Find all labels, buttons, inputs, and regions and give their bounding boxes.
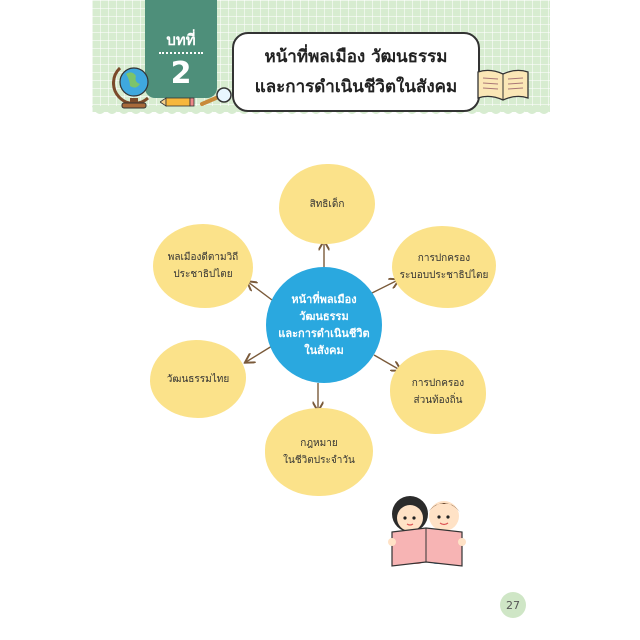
- chapter-number: 2: [170, 56, 192, 91]
- diagram-node-child-rights: สิทธิเด็ก: [279, 164, 375, 244]
- diagram-center-node: หน้าที่พลเมือง วัฒนธรรม และการดำเนินชีวิ…: [266, 267, 382, 383]
- connector-top-right: [371, 280, 398, 294]
- diagram-node-local-government: การปกครอง ส่วนท้องถิ่น: [390, 350, 486, 434]
- diagram-node-good-citizen: พลเมืองดีตามวิถี ประชาธิปไตย: [153, 224, 253, 308]
- globe-icon: [112, 66, 150, 109]
- pencil-icon: [160, 97, 195, 107]
- node-text: วัฒนธรรมไทย: [166, 373, 230, 385]
- node-text: ส่วนท้องถิ่น: [413, 395, 463, 406]
- diagram-node-democratic-government: การปกครอง ระบอบประชาธิปไตย: [392, 226, 496, 308]
- chapter-title-line1: หน้าที่พลเมือง วัฒนธรรม: [264, 47, 448, 67]
- open-book-icon: [477, 69, 529, 101]
- magnifier-icon: [200, 87, 232, 106]
- node-text: การปกครอง: [411, 378, 465, 389]
- node-text: พลเมืองดีตามวิถี: [167, 252, 239, 263]
- node-text: ระบอบประชาธิปไตย: [399, 270, 489, 281]
- connector-top-left: [248, 282, 273, 301]
- chapter-label: บทที่: [166, 31, 196, 49]
- chapter-tab: บทที่ 2: [145, 0, 217, 98]
- node-text: ประชาธิปไตย: [173, 269, 233, 280]
- connector-bottom-left: [246, 345, 273, 362]
- center-text-line1: หน้าที่พลเมือง: [291, 293, 357, 306]
- center-text-line3: และการดำเนินชีวิต: [278, 327, 370, 340]
- node-text: สิทธิเด็ก: [309, 198, 345, 210]
- center-text-line2: วัฒนธรรม: [299, 310, 349, 323]
- chapter-title-box: หน้าที่พลเมือง วัฒนธรรม และการดำเนินชีวิ…: [232, 32, 480, 112]
- children-reading-illustration: [388, 496, 466, 567]
- node-text: การปกครอง: [417, 253, 471, 264]
- chapter-title-line2: และการดำเนินชีวิตในสังคม: [254, 77, 458, 97]
- node-text: กฎหมาย: [300, 438, 338, 449]
- page-number: 27: [500, 592, 526, 618]
- center-text-line4: ในสังคม: [304, 344, 344, 357]
- diagram-node-everyday-law: กฎหมาย ในชีวิตประจำวัน: [265, 408, 373, 496]
- node-text: ในชีวิตประจำวัน: [283, 455, 355, 466]
- chapter-divider: [159, 52, 203, 54]
- connector-bottom-right: [373, 354, 400, 370]
- diagram-node-thai-culture: วัฒนธรรมไทย: [150, 340, 246, 418]
